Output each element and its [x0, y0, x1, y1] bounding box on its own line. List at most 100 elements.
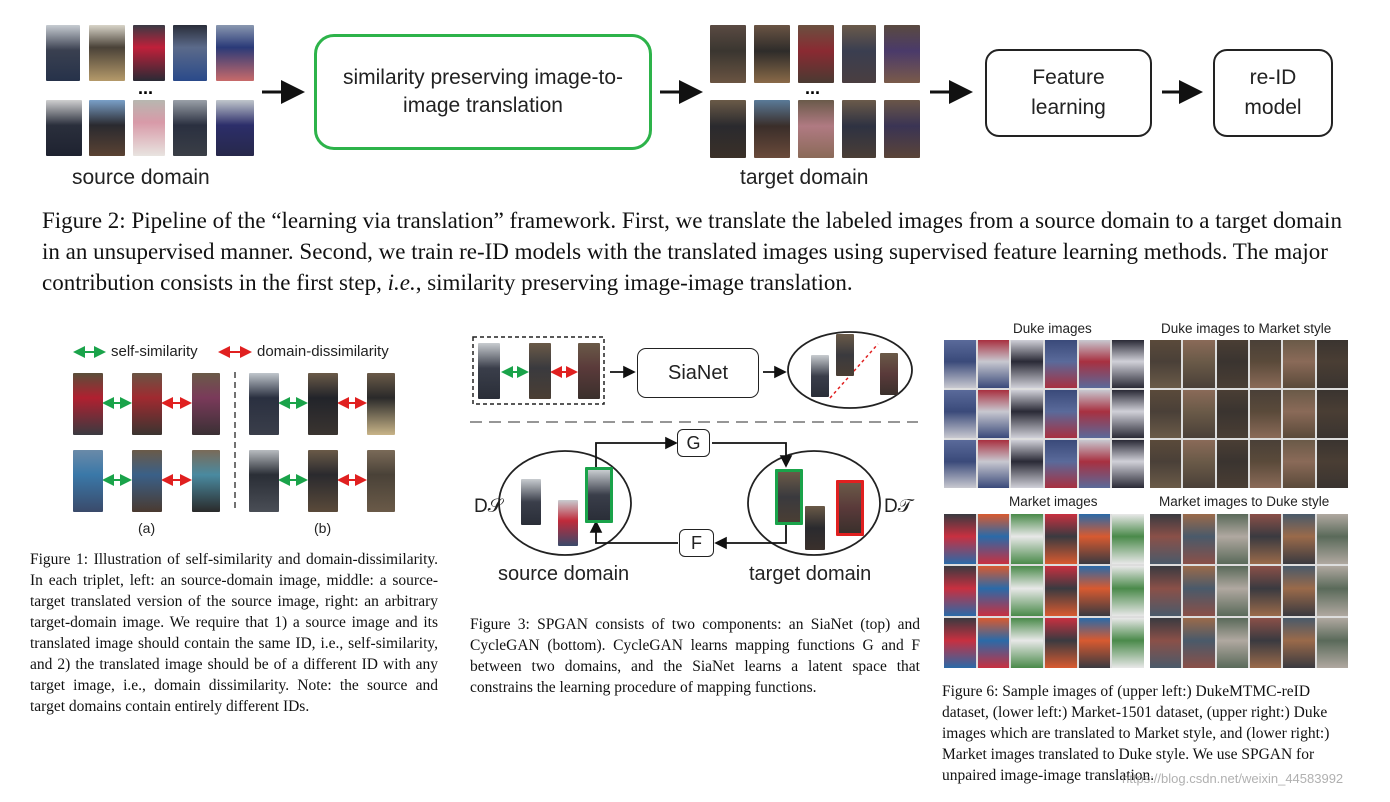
source-domain-label: source domain	[72, 166, 210, 189]
person-photo	[192, 450, 220, 512]
person-photo	[1150, 440, 1182, 488]
person-photo	[529, 343, 551, 399]
figure-3-caption: Figure 3: SPGAN consists of two componen…	[470, 616, 920, 696]
person-photo	[1011, 390, 1043, 438]
person-photo	[1078, 566, 1111, 616]
person-photo	[775, 469, 803, 525]
person-photo	[977, 618, 1010, 668]
person-photo	[46, 100, 82, 156]
figure-1-caption: Figure 1: Illustration of self-similarit…	[30, 551, 438, 715]
ds-label: D𝒮	[474, 496, 503, 517]
person-photo	[216, 100, 254, 156]
person-photo	[944, 390, 976, 438]
person-photo	[710, 25, 746, 83]
person-photo	[1250, 514, 1282, 564]
person-photo	[1283, 514, 1315, 564]
person-photo	[977, 566, 1010, 616]
person-photo	[1078, 514, 1111, 564]
person-photo	[1112, 340, 1144, 388]
person-photo	[754, 100, 790, 158]
feature-learning-label: Feature learning	[1031, 66, 1106, 119]
sianet-box: SiaNet	[637, 348, 759, 398]
person-photo	[249, 373, 279, 435]
figure-6-caption: Figure 6: Sample images of (upper left:)…	[942, 683, 1330, 784]
person-photo	[1183, 618, 1215, 668]
person-photo	[798, 100, 834, 158]
person-photo	[216, 25, 254, 81]
duke-to-market-grid	[1150, 340, 1348, 488]
person-photo	[1216, 440, 1248, 488]
person-photo	[977, 440, 1010, 488]
person-photo	[1011, 440, 1043, 488]
person-photo	[1316, 514, 1348, 564]
person-photo	[1044, 340, 1077, 388]
person-photo	[1078, 618, 1111, 668]
f-label: F	[691, 532, 702, 553]
feature-learning-box: Feature learning	[985, 49, 1152, 137]
person-photo	[1216, 514, 1248, 564]
person-photo	[1283, 618, 1315, 668]
reid-model-label: re-ID model	[1244, 66, 1302, 119]
person-photo	[1283, 340, 1315, 388]
dt-label: D𝒯	[884, 496, 913, 517]
person-photo	[1011, 514, 1043, 564]
person-photo	[173, 100, 207, 156]
person-photo	[1112, 390, 1144, 438]
person-photo	[977, 390, 1010, 438]
market-images-grid	[944, 514, 1144, 668]
person-photo	[1183, 340, 1215, 388]
person-photo	[836, 480, 864, 536]
person-photo	[73, 450, 103, 512]
person-photo	[1183, 390, 1215, 438]
caption-suffix: , similarity preserving image-image tran…	[415, 270, 853, 295]
reid-model-box: re-ID model	[1213, 49, 1333, 137]
person-photo	[308, 450, 338, 512]
person-photo	[1078, 440, 1111, 488]
person-photo	[754, 25, 790, 83]
person-photo	[798, 25, 834, 83]
target-domain-label: target domain	[749, 563, 872, 585]
person-photo	[1011, 340, 1043, 388]
market-to-duke-label: Market images to Duke style	[1159, 494, 1330, 509]
person-photo	[944, 514, 976, 564]
person-photo	[1112, 618, 1144, 668]
person-photo	[367, 373, 395, 435]
person-photo	[132, 450, 162, 512]
duke-to-market-label: Duke images to Market style	[1161, 321, 1332, 336]
person-photo	[944, 440, 976, 488]
person-photo	[1216, 390, 1248, 438]
watermark: https://blog.csdn.net/weixin_44583992	[1122, 771, 1344, 786]
person-photo	[249, 450, 279, 512]
person-photo	[89, 100, 125, 156]
person-photo	[1044, 440, 1077, 488]
sianet-label: SiaNet	[667, 361, 729, 384]
person-photo	[811, 355, 829, 397]
person-photo	[308, 373, 338, 435]
person-photo	[1150, 340, 1182, 388]
duke-images-label: Duke images	[1013, 321, 1092, 336]
legend-self-similarity: self-similarity	[111, 343, 198, 360]
person-photo	[46, 25, 80, 81]
person-photo	[478, 343, 500, 399]
duke-images-grid	[944, 340, 1144, 488]
person-photo	[133, 100, 165, 156]
person-photo	[1150, 390, 1182, 438]
person-photo	[1112, 566, 1144, 616]
person-photo	[367, 450, 395, 512]
person-photo	[1216, 618, 1248, 668]
g-box: G	[677, 429, 710, 457]
person-photo	[1044, 390, 1077, 438]
person-photo	[1112, 440, 1144, 488]
market-to-duke-grid	[1150, 514, 1348, 668]
person-photo	[977, 340, 1010, 388]
person-photo	[89, 25, 125, 81]
person-photo	[977, 514, 1010, 564]
source-ellipsis: ...	[138, 78, 154, 98]
translation-box-label: similarity preserving image-to-image tra…	[342, 66, 624, 117]
person-photo	[1316, 440, 1348, 488]
person-photo	[1150, 514, 1182, 564]
person-photo	[1183, 566, 1215, 616]
person-photo	[1250, 440, 1282, 488]
person-photo	[805, 506, 825, 550]
g-label: G	[686, 432, 701, 453]
